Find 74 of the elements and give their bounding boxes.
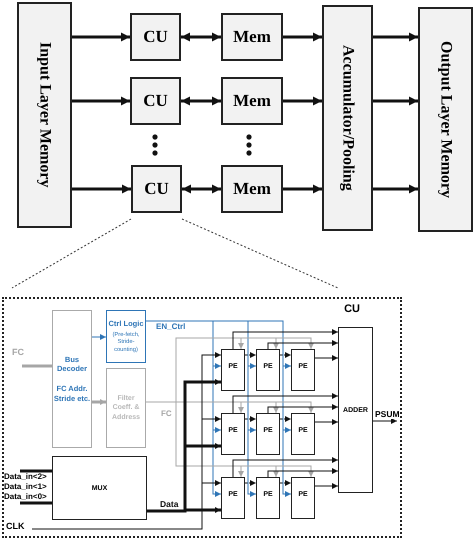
connector-arrow [244, 416, 256, 422]
processing-element-box [291, 413, 315, 455]
connector-arrow [268, 340, 338, 350]
compute-unit-box [130, 13, 181, 61]
connector-arrow [72, 32, 130, 42]
connector-arrow [373, 184, 418, 194]
compute-unit-box [131, 165, 182, 213]
memory-block [418, 7, 473, 232]
signal-label: FC [12, 347, 24, 357]
processing-element-box [221, 413, 245, 455]
connector-arrow [232, 329, 338, 350]
connector-arrow [244, 480, 256, 486]
connector-arrow [232, 393, 338, 414]
connector-arrow [92, 334, 106, 340]
memory-block [17, 2, 72, 228]
connector-arrow [280, 352, 292, 358]
connector-arrow [268, 404, 338, 414]
memory-box [221, 77, 283, 125]
connector-arrow [244, 352, 256, 358]
control-logic-box [106, 310, 146, 363]
connector-arrow [181, 96, 221, 106]
connector-arrow [283, 32, 322, 42]
signal-label: Data_in<2> [4, 472, 47, 482]
connector-arrow [268, 468, 338, 478]
adder-box [338, 327, 373, 493]
connector-arrow [92, 399, 106, 405]
connector-arrow [314, 483, 338, 489]
compute-unit-box [130, 77, 181, 125]
processing-element-box [256, 349, 280, 391]
compute-unit-region [2, 297, 402, 538]
connector-arrow [314, 355, 338, 361]
signal-label: EN_Ctrl [156, 322, 186, 331]
processing-element-box [256, 477, 280, 519]
processing-element-box [256, 413, 280, 455]
connector-arrow [280, 416, 292, 422]
processing-element-box [221, 477, 245, 519]
block-title: Input Layer Memory [36, 42, 54, 188]
signal-label: FC [161, 409, 172, 418]
connector-arrow [283, 184, 322, 194]
decoder-box [52, 310, 92, 448]
block-title: Mem [233, 91, 271, 111]
unit-label: CU [344, 303, 360, 315]
processing-element-box [221, 349, 245, 391]
connector-arrow [373, 96, 418, 106]
block-title: CU [144, 179, 169, 199]
signal-label: CLK [6, 521, 24, 531]
processing-element-box [291, 349, 315, 391]
connector-arrow [280, 480, 292, 486]
connector-arrow [72, 184, 131, 194]
signal-label: Data_in<0> [4, 492, 47, 502]
connector-arrow [314, 419, 338, 425]
block-title: Mem [233, 27, 271, 47]
block-title: Accumulator/Pooling [338, 45, 356, 191]
connector-arrow [372, 418, 398, 424]
signal-label: Data [160, 499, 178, 509]
connector-arrow [283, 96, 322, 106]
processing-element-box [291, 477, 315, 519]
memory-box [221, 165, 283, 213]
memory-box [221, 13, 283, 61]
block-title: CU [143, 27, 168, 47]
connector-arrow [72, 96, 130, 106]
accumulator-block [322, 5, 373, 231]
connector-arrow [373, 32, 418, 42]
edge-label: PSUM [375, 409, 400, 419]
connector-arrow [146, 402, 314, 478]
multiplexer-box [52, 456, 147, 520]
block-title: Mem [233, 179, 271, 199]
filter-box [106, 368, 146, 448]
signal-label: Data_in<1> [4, 482, 47, 492]
connector-arrow [182, 184, 221, 194]
block-title: Output Layer Memory [436, 40, 454, 198]
connector-arrow [232, 457, 338, 478]
connector-arrow [181, 32, 221, 42]
block-title: CU [143, 91, 168, 111]
